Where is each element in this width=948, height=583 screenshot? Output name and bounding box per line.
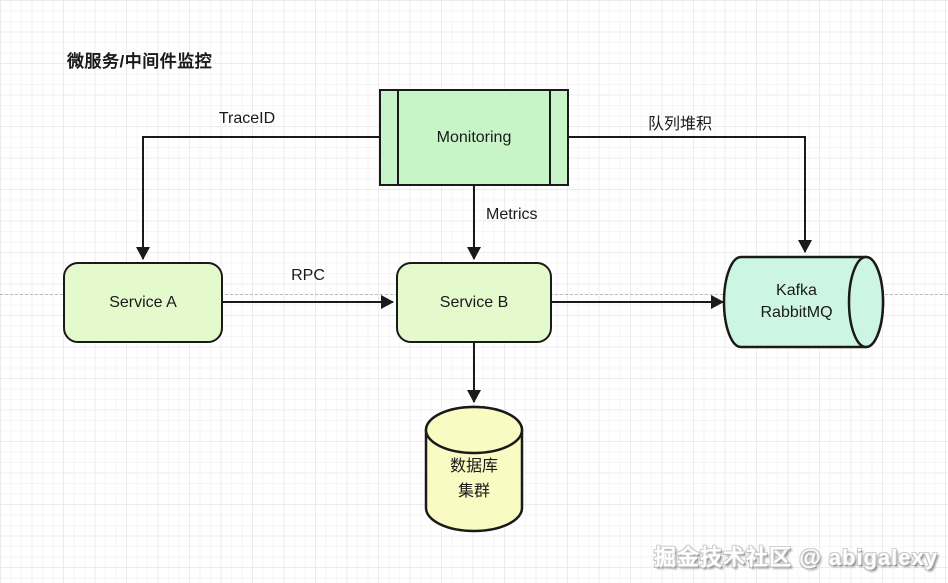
node-database [424, 405, 524, 533]
watermark: 掘金技术社区 @ abigalexy [654, 545, 938, 570]
node-service-a [63, 262, 223, 343]
node-monitoring-label: Monitoring [436, 128, 512, 146]
monitoring-box [379, 89, 569, 186]
mq-cylinder-cap [847, 255, 885, 349]
page-title: 微服务/中间件监控 [67, 52, 213, 71]
edge-label-metrics: Metrics [486, 206, 538, 223]
database-cylinder-cap [424, 405, 524, 455]
edge-label-rpc: RPC [291, 267, 325, 284]
edge-monitoring-to-service-a [136, 136, 380, 260]
mq-label-line1: Kafka [776, 282, 817, 299]
node-mq [722, 255, 885, 349]
node-service-b-label: Service B [439, 293, 509, 311]
node-service-a-label: Service A [109, 293, 177, 311]
database-label-line2: 集群 [457, 483, 490, 500]
node-service-b [396, 262, 552, 343]
node-database-label: 数据库 集群 [426, 450, 522, 508]
edge-label-queue-backlog: 队列堆积 [647, 116, 712, 133]
edge-monitoring-to-mq [568, 136, 812, 253]
node-mq-label: Kafka RabbitMQ [733, 257, 860, 347]
node-monitoring [379, 89, 569, 186]
mq-label-line2: RabbitMQ [760, 304, 833, 321]
edge-label-traceid: TraceID [218, 110, 276, 127]
database-label-line1: 数据库 [449, 458, 498, 475]
